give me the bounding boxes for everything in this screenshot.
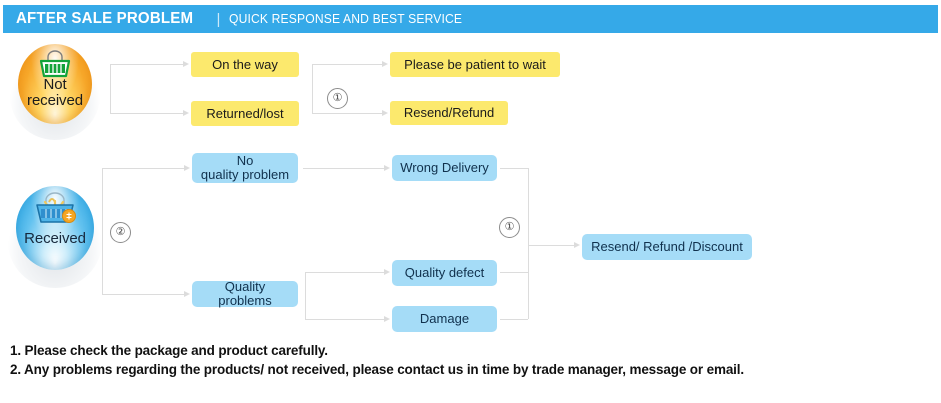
node-damage: Damage bbox=[392, 306, 497, 332]
connector-nr-top bbox=[110, 64, 184, 65]
connector-qp-trunk bbox=[305, 272, 306, 319]
connector-nr-bottom bbox=[110, 113, 184, 114]
marker-one-received: ① bbox=[499, 217, 520, 238]
node-resend-refund-discount: Resend/ Refund /Discount bbox=[582, 234, 752, 260]
footer-notes: 1. Please check the package and product … bbox=[10, 341, 930, 379]
not-received-label: Not received bbox=[18, 77, 92, 124]
marker-two-received: ② bbox=[110, 222, 131, 243]
received-node: Received bbox=[16, 186, 94, 270]
connector-qp-top bbox=[305, 272, 385, 273]
node-please-be-patient: Please be patient to wait bbox=[390, 52, 560, 77]
node-wrong-delivery: Wrong Delivery bbox=[392, 155, 497, 181]
connector-merge-trunk bbox=[528, 168, 529, 319]
arrow-nr-outcome-bottom bbox=[382, 109, 388, 116]
arrow-quality-defect bbox=[384, 268, 390, 275]
not-received-label-line1: Not bbox=[43, 76, 67, 93]
marker-one-not-received: ① bbox=[327, 88, 348, 109]
shopping-basket-icon bbox=[29, 192, 81, 237]
arrow-nr-top bbox=[183, 60, 189, 67]
header-subtitle: QUICK RESPONSE AND BEST SERVICE bbox=[229, 12, 463, 26]
not-received-node: Not received bbox=[18, 44, 92, 124]
not-received-label-line2: received bbox=[27, 92, 83, 109]
footer-note-2: 2. Any problems regarding the products/ … bbox=[10, 362, 744, 377]
node-on-the-way: On the way bbox=[191, 52, 299, 77]
connector-rc-trunk bbox=[102, 168, 103, 294]
connector-nr-merge-trunk bbox=[312, 64, 313, 113]
connector-merge-damage bbox=[500, 319, 528, 320]
connector-merge-out bbox=[528, 245, 576, 246]
header-bar: AFTER SALE PROBLEM | QUICK RESPONSE AND … bbox=[3, 5, 938, 33]
footer-note-1: 1. Please check the package and product … bbox=[10, 343, 328, 358]
connector-merge-wrong-delivery bbox=[500, 168, 528, 169]
page-title: AFTER SALE PROBLEM bbox=[16, 10, 194, 27]
received-label: Received bbox=[24, 230, 86, 247]
node-quality-defect: Quality defect bbox=[392, 260, 497, 286]
connector-rc-top bbox=[102, 168, 185, 169]
arrow-nr-bottom bbox=[183, 109, 189, 116]
connector-nr-merge-top bbox=[312, 64, 383, 65]
node-returned-lost: Returned/lost bbox=[191, 101, 299, 126]
arrow-rc-bottom bbox=[184, 290, 190, 297]
arrow-wrong-delivery bbox=[384, 164, 390, 171]
arrow-rc-top bbox=[184, 164, 190, 171]
connector-qp-bottom bbox=[305, 319, 385, 320]
shopping-basket-icon bbox=[35, 50, 75, 85]
connector-nr-trunk bbox=[110, 64, 111, 113]
connector-merge-quality-defect bbox=[500, 272, 528, 273]
node-resend-refund: Resend/Refund bbox=[390, 101, 508, 125]
node-no-quality-problem-line1: No bbox=[236, 153, 254, 168]
node-no-quality-problem: No quality problem bbox=[192, 153, 298, 183]
node-no-quality-problem-line2: quality problem bbox=[200, 167, 290, 182]
arrow-final-outcome bbox=[574, 241, 580, 248]
connector-nqp-to-wrong-delivery bbox=[303, 168, 385, 169]
arrow-nr-outcome-top bbox=[382, 60, 388, 67]
node-quality-problems: Quality problems bbox=[192, 280, 298, 308]
header-separator: | bbox=[216, 10, 221, 28]
connector-rc-bottom bbox=[102, 294, 185, 295]
connector-nr-merge-bottom bbox=[312, 113, 383, 114]
arrow-damage bbox=[384, 315, 390, 322]
